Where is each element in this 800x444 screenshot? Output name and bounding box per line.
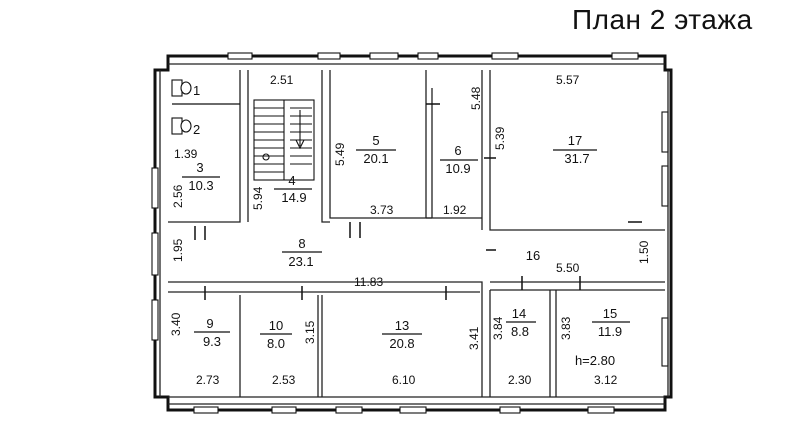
room-14-area: 8.8 — [511, 324, 529, 339]
dim-2-53: 2.53 — [272, 373, 296, 387]
dim-1-95: 1.95 — [171, 238, 185, 262]
room-1-number: 1 — [193, 83, 200, 98]
dim-3-40: 3.40 — [169, 312, 183, 336]
dim-2-30: 2.30 — [508, 373, 532, 387]
dim-5-57: 5.57 — [556, 73, 580, 87]
dim-2-73: 2.73 — [196, 373, 220, 387]
room-9-number: 9 — [206, 316, 213, 331]
door-marks — [194, 103, 642, 300]
dim-3-84: 3.84 — [491, 316, 505, 340]
room-4-number: 4 — [288, 173, 295, 188]
room-9-area: 9.3 — [203, 334, 221, 349]
dim-3-12: 3.12 — [594, 373, 618, 387]
toilet-fixtures — [171, 79, 240, 135]
room-15-number: 15 — [603, 306, 617, 321]
dim-5-49: 5.49 — [333, 142, 347, 166]
room-6-number: 6 — [454, 143, 461, 158]
room-4-area: 14.9 — [281, 190, 306, 205]
dim-2-56: 2.56 — [171, 184, 185, 208]
dimension-labels: 2.51 1.39 2.56 1.95 5.94 5.49 3.73 5.48 … — [169, 73, 651, 387]
room-10-area: 8.0 — [267, 336, 285, 351]
room-15-area: 11.9 — [598, 324, 622, 339]
dim-3-41: 3.41 — [467, 326, 481, 350]
windows — [151, 52, 669, 414]
room-13-area: 20.8 — [389, 336, 414, 351]
wall-trim — [159, 63, 669, 405]
room-5-number: 5 — [372, 133, 379, 148]
dim-1-92: 1.92 — [443, 203, 467, 217]
dim-3-15: 3.15 — [303, 320, 317, 344]
outer-walls — [153, 54, 673, 412]
dim-5-50: 5.50 — [556, 261, 580, 275]
dim-3-73: 3.73 — [370, 203, 394, 217]
room-14-number: 14 — [512, 306, 526, 321]
dim-2-51: 2.51 — [270, 73, 294, 87]
room-3-number: 3 — [196, 160, 203, 175]
room-8-area: 23.1 — [288, 254, 313, 269]
room-17-number: 17 — [568, 133, 582, 148]
room-3-area: 10.3 — [188, 178, 213, 193]
room-16-number: 16 — [526, 248, 540, 263]
dim-5-94: 5.94 — [251, 186, 265, 210]
dim-11-83: 11.83 — [354, 275, 383, 289]
room-8-number: 8 — [298, 236, 305, 251]
dim-5-39: 5.39 — [493, 126, 507, 150]
dim-3-83: 3.83 — [559, 316, 573, 340]
dim-6-10: 6.10 — [392, 373, 416, 387]
interior-walls — [168, 70, 665, 398]
room-17-area: 31.7 — [564, 151, 589, 166]
room-5-area: 20.1 — [363, 151, 388, 166]
room-2-number: 2 — [193, 122, 200, 137]
staircase — [253, 99, 315, 181]
ceiling-height-note: h=2.80 — [575, 353, 615, 368]
room-10-number: 10 — [269, 318, 283, 333]
dim-1-50: 1.50 — [637, 240, 651, 264]
room-6-area: 10.9 — [445, 161, 470, 176]
plan-title: План 2 этажа — [572, 4, 753, 35]
dim-1-39: 1.39 — [174, 147, 198, 161]
dim-5-48: 5.48 — [469, 86, 483, 110]
room-labels: 1 2 3 10.3 4 14.9 5 20.1 6 10.9 17 31.7 … — [182, 83, 630, 368]
room-13-number: 13 — [395, 318, 409, 333]
